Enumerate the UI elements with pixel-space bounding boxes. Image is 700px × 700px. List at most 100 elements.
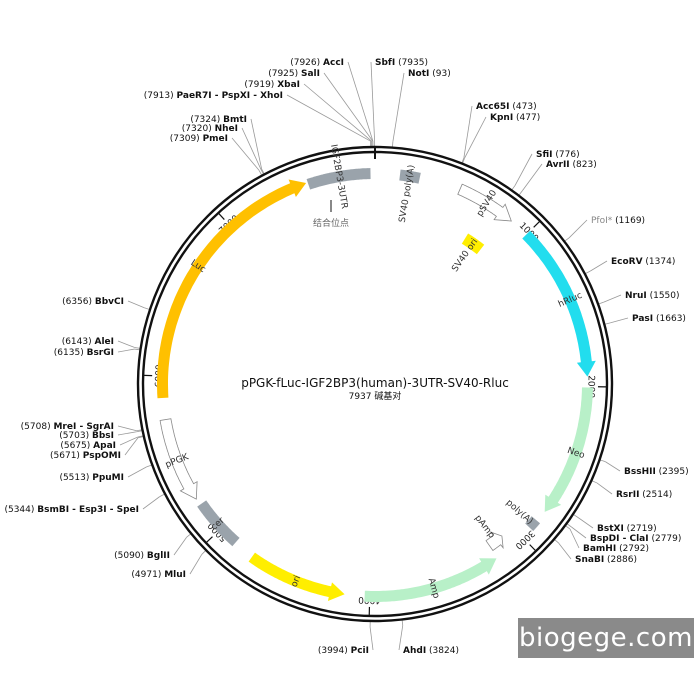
- feature-label-poly-a: poly(A): [504, 498, 535, 527]
- site-pos: (1169): [612, 216, 645, 226]
- site-label-bsshii: BssHII (2395): [624, 467, 689, 477]
- site-leader-33: [569, 528, 580, 549]
- site-leader-16: [173, 537, 187, 556]
- site-name: AvrII: [546, 160, 570, 170]
- site-pos: (6356): [62, 297, 95, 307]
- site-name: SnaBI: [575, 555, 604, 565]
- site-label-bamhi: BamHI (2792): [583, 544, 649, 554]
- site-pos: (4971): [131, 570, 164, 580]
- site-label-bglii: (5090) BglII: [114, 551, 170, 561]
- site-label-nhei: (7320) NheI: [182, 124, 238, 134]
- site-name: NotI: [408, 69, 429, 79]
- site-name: MluI: [164, 570, 186, 580]
- site-name: PmeI: [203, 134, 228, 144]
- site-leader-27: [603, 294, 622, 303]
- site-leader-28: [610, 317, 629, 324]
- site-pos: (1374): [643, 257, 676, 267]
- site-name: PasI: [632, 314, 653, 324]
- site-label-mlui: (4971) MluI: [131, 570, 186, 580]
- site-label-sali: (7925) SalI: [268, 69, 320, 79]
- site-name: PfoI*: [591, 216, 613, 226]
- restriction-sites: (7926) AccI(7925) SalI(7919) XbaI(7913) …: [4, 58, 688, 656]
- site-name: BamHI: [583, 544, 616, 554]
- feature-ppgk: [159, 418, 198, 500]
- site-pos: (2395): [656, 467, 689, 477]
- site-leader-2: [303, 83, 372, 142]
- site-pos: (7926): [290, 58, 323, 68]
- site-leader-15: [142, 496, 160, 510]
- site-name: SalI: [301, 69, 320, 79]
- site-leader-13: [124, 437, 139, 456]
- site-leader-14: [127, 466, 147, 478]
- site-label-xbai: (7919) XbaI: [244, 80, 300, 90]
- site-label-bspdi-clai: BspDI - ClaI (2779): [590, 534, 681, 544]
- feature-pamp: [485, 531, 504, 552]
- site-name: SbfI: [375, 58, 395, 68]
- site-label-bmti: (7324) BmtI: [190, 115, 247, 125]
- map-title: pPGK-fLuc-IGF2BP3(human)-3UTR-SV40-Rluc: [241, 376, 509, 390]
- site-pos: (6143): [62, 337, 95, 347]
- site-leader-32: [571, 526, 587, 539]
- site-leader-12: [119, 436, 139, 446]
- site-pos: (823): [570, 160, 597, 170]
- site-leader-30: [596, 482, 613, 495]
- site-label-nrui: NruI (1550): [625, 291, 680, 301]
- site-leader-9: [117, 348, 135, 353]
- map-length: 7937 碱基对: [349, 390, 402, 402]
- site-leader-24: [522, 163, 543, 192]
- site-pos: (2886): [604, 555, 637, 565]
- site-label-noti: NotI (93): [408, 69, 451, 79]
- feature-poly-a: [525, 516, 540, 531]
- site-pos: (3994): [318, 646, 351, 656]
- site-name: AhdI: [403, 646, 426, 656]
- site-label-pspomi: (5671) PspOMI: [50, 451, 121, 461]
- site-leader-4: [250, 118, 263, 170]
- site-label-apai: (5675) ApaI: [60, 441, 116, 451]
- site-name: KpnI: [490, 113, 513, 123]
- site-pos: (7935): [395, 58, 428, 68]
- tick-mark-0: [533, 221, 540, 228]
- site-leader-29: [605, 461, 621, 472]
- site-pos: (7320): [182, 124, 215, 134]
- site-pos: (5703): [59, 431, 92, 441]
- site-label-acci: (7926) AccI: [290, 58, 344, 68]
- site-leader-0: [347, 61, 374, 142]
- site-leader-22: [464, 116, 487, 159]
- site-pos: (7324): [190, 115, 223, 125]
- site-pos: (93): [429, 69, 450, 79]
- site-label-ecorv: EcoRV (1374): [611, 257, 675, 267]
- site-name: XbaI: [277, 80, 300, 90]
- site-name: AleI: [94, 337, 114, 347]
- site-name: Acc65I: [476, 102, 510, 112]
- site-pos: (5513): [59, 473, 92, 483]
- site-pos: (1550): [647, 291, 680, 301]
- site-label-bsmbi-esp3i-spei: (5344) BsmBI - Esp3I - SpeI: [4, 505, 139, 515]
- site-name: BsrGI: [87, 348, 114, 358]
- site-label-bbsi: (5703) BbsI: [59, 431, 114, 441]
- site-leader-19: [370, 61, 376, 142]
- site-label-avrii: AvrII (823): [546, 160, 597, 170]
- site-pos: (1663): [653, 314, 686, 324]
- feature-hrluc: [522, 230, 596, 377]
- site-name: NruI: [625, 291, 647, 301]
- site-label-acc65i: Acc65I (473): [476, 102, 537, 112]
- site-pos: (5708): [21, 422, 54, 432]
- site-label-alei: (6143) AleI: [62, 337, 114, 347]
- tick-label-1: 2000: [585, 375, 595, 398]
- site-pos: (5090): [114, 551, 147, 561]
- site-name: EcoRV: [611, 257, 643, 267]
- site-label-sbfi: SbfI (7935): [375, 58, 428, 68]
- site-pos: (7925): [268, 69, 301, 79]
- map-center: pPGK-fLuc-IGF2BP3(human)-3UTR-SV40-Rluc …: [241, 376, 509, 402]
- site-pos: (6135): [54, 348, 87, 358]
- site-pos: (3824): [426, 646, 459, 656]
- site-name: PspOMI: [83, 451, 121, 461]
- site-name: BssHII: [624, 467, 656, 477]
- site-name: BbvCI: [95, 297, 124, 307]
- site-label-pasi: PasI (1663): [632, 314, 686, 324]
- site-pos: (7913): [144, 91, 177, 101]
- site-name: BstXI: [597, 524, 624, 534]
- feature-ori: [248, 552, 345, 601]
- feature-sv40-poly-a: [399, 169, 421, 184]
- binding-site-note: 结合位点: [313, 200, 349, 229]
